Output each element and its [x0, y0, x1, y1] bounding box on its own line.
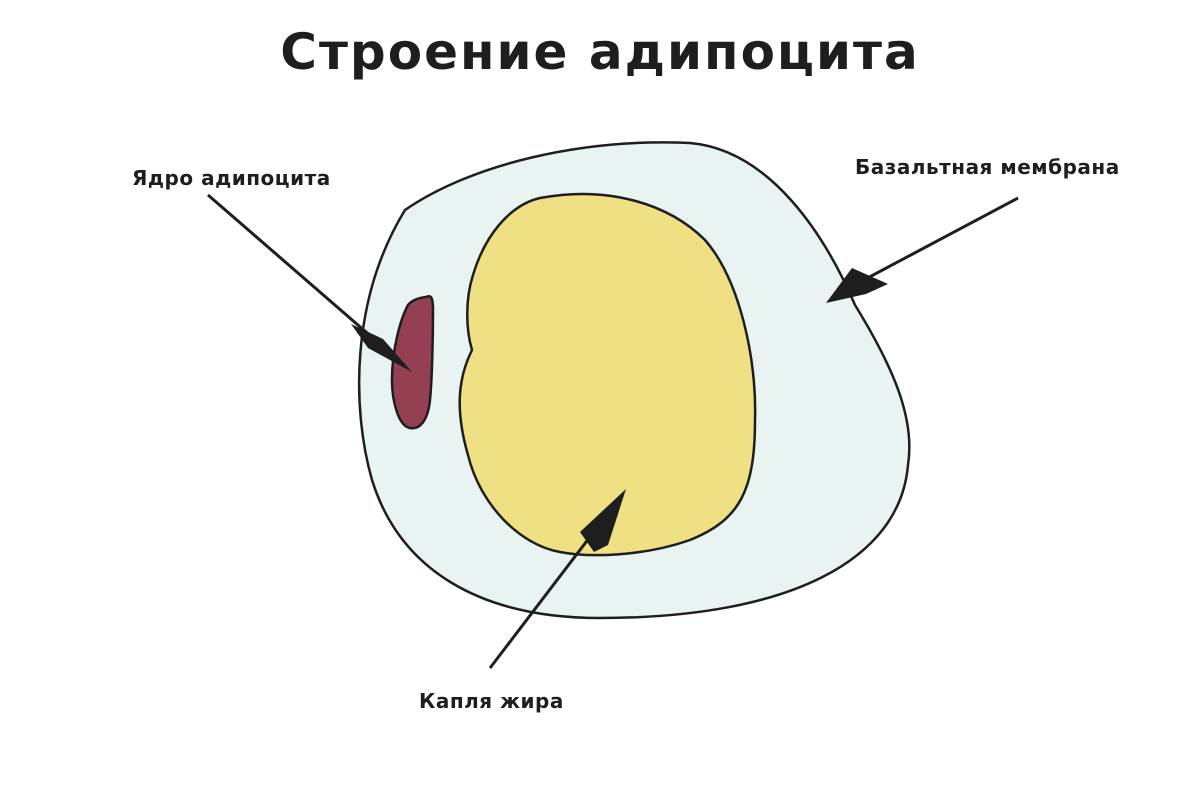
nucleus-pointer-arrow	[207, 193, 412, 372]
nucleus-label: Ядро адипоцита	[132, 166, 331, 190]
nucleus	[390, 295, 435, 430]
membrane-label: Базальтная мембрана	[855, 155, 1120, 179]
droplet-pointer-arrow	[488, 489, 626, 669]
droplet-label: Капля жира	[419, 689, 564, 713]
diagram-title: Строение адипоцита	[280, 23, 920, 81]
fat-droplet	[458, 192, 757, 557]
membrane-pointer-arrow	[826, 196, 1019, 303]
